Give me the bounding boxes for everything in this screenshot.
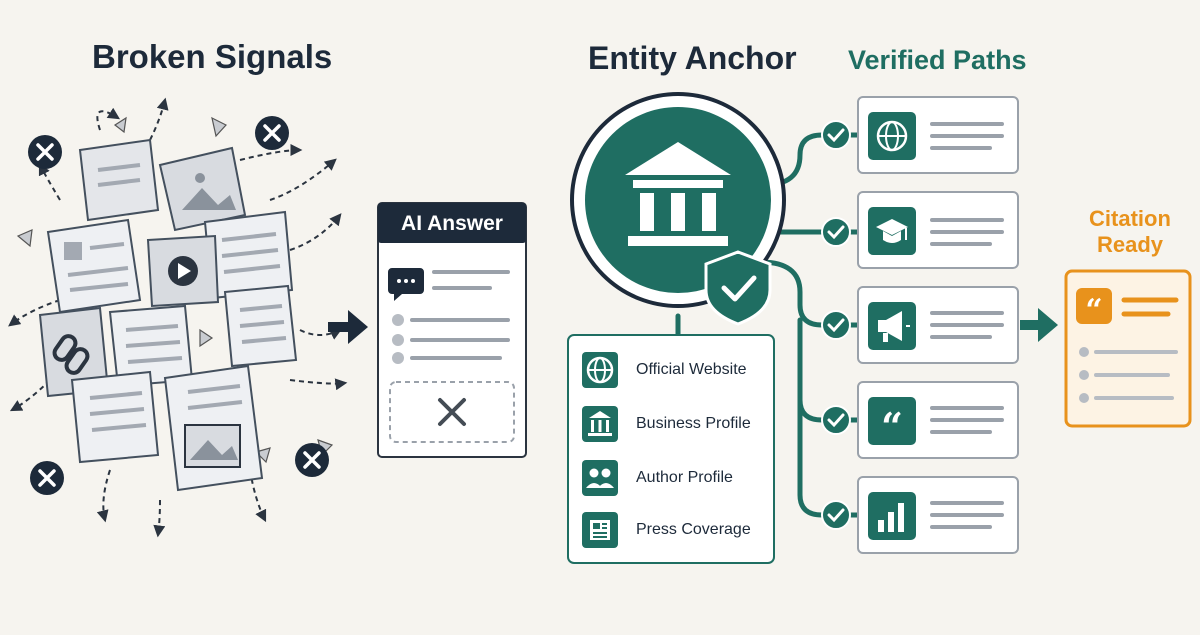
scatter-arrow xyxy=(8,299,61,327)
error-x-icon xyxy=(295,443,329,477)
source-icon-people xyxy=(582,460,618,496)
shard xyxy=(199,328,214,348)
broken-image-fragment xyxy=(158,146,247,232)
source-label-press-coverage: Press Coverage xyxy=(636,521,751,538)
verified-path-card-bar-chart xyxy=(857,476,1019,554)
shard xyxy=(16,229,33,248)
svg-text:“: “ xyxy=(1085,293,1102,328)
scatter-arrow xyxy=(149,97,169,141)
broken-page-fragment xyxy=(70,370,160,464)
broken-page-fragment xyxy=(46,218,142,314)
citation-ready-title: Citation Ready xyxy=(1089,206,1171,257)
shard xyxy=(211,116,227,138)
scatter-arrow xyxy=(289,378,348,391)
verified-paths: “ xyxy=(821,96,1019,554)
error-x-icon xyxy=(255,116,289,150)
source-icon-newspaper xyxy=(582,512,618,548)
broken-signals-cluster xyxy=(8,97,348,538)
check-icon xyxy=(821,500,851,530)
chat-bubble-icon xyxy=(388,268,424,301)
error-x-icon xyxy=(28,135,62,169)
scatter-arrow xyxy=(153,499,166,538)
broken-video-fragment xyxy=(146,234,220,308)
error-x-icon xyxy=(30,461,64,495)
scatter-arrow xyxy=(9,379,51,412)
quote-icon xyxy=(1076,288,1112,324)
broken-page-fragment xyxy=(78,138,160,222)
institution-icon xyxy=(625,142,731,246)
verified-path-card-megaphone xyxy=(857,286,1019,364)
x-icon xyxy=(438,398,466,426)
broken-image-fragment xyxy=(163,364,264,492)
broken-page-fragment xyxy=(203,210,294,300)
check-icon xyxy=(821,310,851,340)
scatter-arrow xyxy=(289,213,342,251)
entity-anchor-title: Entity Anchor xyxy=(588,40,797,76)
entity-anchor xyxy=(567,92,861,564)
broken-signals-title: Broken Signals xyxy=(92,38,333,75)
source-label-author-profile: Author Profile xyxy=(636,469,733,486)
scatter-arrow xyxy=(38,162,61,201)
flow-arrow-right xyxy=(328,310,368,344)
citation-ready-card: “ xyxy=(1064,269,1192,428)
flow-arrow-to-citation xyxy=(1020,308,1058,342)
source-label-business-profile: Business Profile xyxy=(636,415,751,432)
scatter-arrow xyxy=(96,469,111,523)
source-icon-building xyxy=(582,406,618,442)
verified-path-card-quote: “ xyxy=(857,381,1019,459)
shield-check-icon xyxy=(704,250,772,326)
empty-answer-slot xyxy=(389,381,515,443)
ai-answer-header xyxy=(378,203,526,243)
verified-path-card-globe xyxy=(857,96,1019,174)
ai-answer-title: AI Answer xyxy=(401,212,503,235)
check-icon xyxy=(821,120,851,150)
svg-text:“: “ xyxy=(881,404,903,449)
scatter-arrow xyxy=(96,107,121,131)
scatter-arrow xyxy=(269,158,337,201)
source-icon-globe xyxy=(582,352,618,388)
ai-answer-card xyxy=(377,202,527,458)
check-icon xyxy=(821,217,851,247)
broken-page-fragment xyxy=(223,284,298,368)
sources-card xyxy=(567,334,775,564)
verified-path-card-graduation-cap xyxy=(857,191,1019,269)
scatter-arrow xyxy=(239,144,303,161)
check-icon xyxy=(821,405,851,435)
shard xyxy=(113,116,127,134)
source-label-official-website: Official Website xyxy=(636,361,747,378)
verified-paths-title: Verified Paths xyxy=(848,45,1027,75)
